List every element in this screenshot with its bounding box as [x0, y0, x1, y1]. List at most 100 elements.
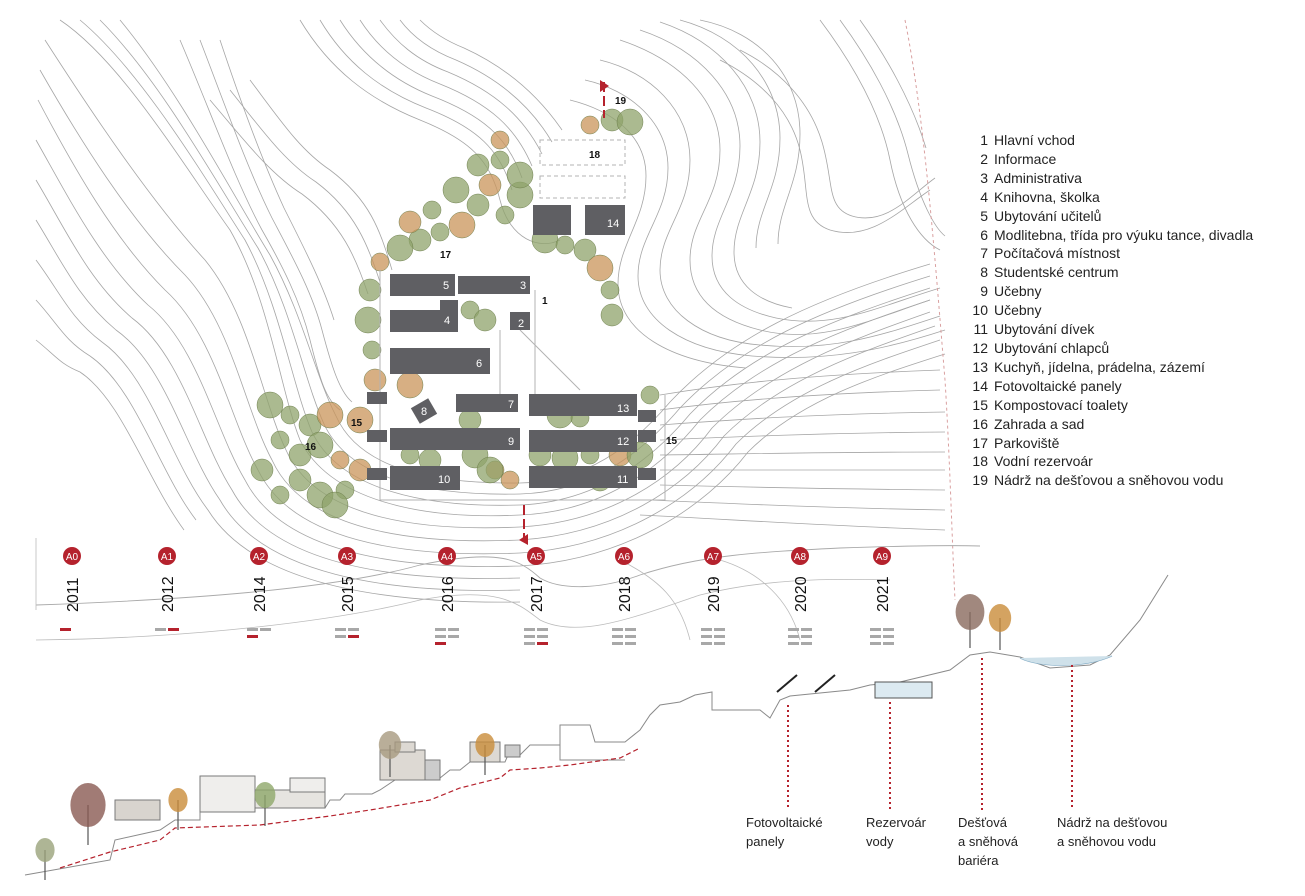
plan-tree [250, 458, 274, 482]
property-boundary-line [904, 19, 956, 601]
legend-number: 16 [972, 415, 988, 432]
phase-footprint-block [883, 635, 894, 638]
phase-footprint-block [625, 642, 636, 645]
phase-footprint-block [788, 642, 799, 645]
phase-footprint-block [168, 628, 179, 631]
legend-number: 17 [972, 434, 988, 451]
legend-number: 19 [972, 472, 988, 489]
plan-tree [321, 491, 349, 519]
phase-markers: A02011A12012A22014A32015A42016A52017A620… [60, 547, 894, 645]
phase-year: 2014 [252, 576, 269, 612]
plan-tree [288, 443, 312, 467]
plan-tree [640, 385, 660, 405]
phase-footprint-block [870, 635, 881, 638]
legend-label: Vodní rezervoár [994, 453, 1093, 470]
plan-buildings [367, 205, 656, 490]
phase-year: 2019 [706, 576, 723, 612]
legend-label: Modlitebna, třída pro výuku tance, divad… [994, 226, 1254, 243]
phase-footprint-block [701, 642, 712, 645]
plan-tree [422, 200, 442, 220]
plan-tree [316, 401, 344, 429]
legend-item: 9 Učebny [970, 282, 1253, 301]
legend-number: 9 [980, 283, 988, 300]
plan-tree [586, 254, 614, 282]
plan-tree [555, 235, 575, 255]
section-label-tank-2: a sněhovou vodu [1057, 834, 1156, 849]
plan-tree [363, 368, 387, 392]
plan-tree [573, 238, 597, 262]
phase-footprint-block [335, 628, 346, 631]
legend-number: 8 [980, 264, 988, 281]
phase-footprint-block [625, 635, 636, 638]
plan-tree [270, 430, 290, 450]
section-label-pv-1: Fotovoltaické [746, 815, 823, 830]
phase-footprint-block [883, 628, 894, 631]
plan-tree [600, 303, 624, 327]
legend-number: 18 [972, 453, 988, 470]
phase-footprint-block [701, 635, 712, 638]
section-label-barrier-3: bariéra [958, 853, 999, 868]
phase-footprint-block [448, 635, 459, 638]
section-label-barrier-1: Dešťová [958, 815, 1008, 830]
plan-label-16: 16 [305, 442, 317, 453]
legend-number: 13 [972, 358, 988, 375]
phase-footprint-block [435, 642, 446, 645]
legend-label: Knihovna, školka [994, 188, 1100, 205]
plan-tree [490, 150, 510, 170]
phase-footprint-block [537, 628, 548, 631]
section-tree-crown [955, 594, 985, 630]
phase-badge [63, 547, 81, 565]
section-tree-crown [475, 733, 495, 757]
section-tree-crown [988, 604, 1012, 632]
legend-label: Ubytování chlapců [994, 339, 1110, 356]
phase-code: A7 [707, 552, 720, 563]
phase-footprint-block [801, 635, 812, 638]
phase-code: A0 [66, 552, 79, 563]
legend-label: Učebny [994, 302, 1042, 319]
section-label-barrier-2: a sněhová [958, 834, 1019, 849]
plan-tree [476, 456, 504, 484]
legend-label: Učebny [994, 283, 1042, 300]
legend-label: Hlavní vchod [994, 132, 1075, 148]
phase-code: A5 [530, 552, 543, 563]
phase-timeline [35, 538, 981, 641]
plan-label-15a: 15 [351, 418, 363, 429]
plan-label-17: 17 [440, 250, 452, 261]
phase-year: 2021 [875, 576, 892, 612]
legend-label: Ubytování učitelů [994, 207, 1102, 224]
legend-label: Kompostovací toalety [994, 396, 1128, 413]
plan-tree [473, 308, 497, 332]
plan-tree [616, 108, 644, 136]
plan-tree [506, 161, 534, 189]
section-trees [35, 594, 1012, 880]
plan-label-9: 9 [508, 436, 514, 448]
plan-tree [460, 300, 480, 320]
plan-tree [306, 431, 334, 459]
plan-tree [490, 130, 510, 150]
phase-year: 2015 [340, 576, 357, 612]
phase-year: 2020 [793, 576, 810, 612]
legend-number: 10 [972, 302, 988, 319]
section-label-reservoir-1: Rezervoár [866, 815, 927, 830]
phase-footprint-block [788, 628, 799, 631]
plan-tree [448, 211, 476, 239]
section-solar-panels [776, 674, 836, 693]
legend-item: 18 Vodní rezervoár [970, 452, 1253, 471]
phase-badge [338, 547, 356, 565]
legend-number: 2 [980, 150, 988, 167]
phase-footprint-block [788, 635, 799, 638]
section-tree-crown [378, 731, 402, 759]
phase-footprint-block [260, 628, 271, 631]
phase-footprint-block [537, 635, 548, 638]
